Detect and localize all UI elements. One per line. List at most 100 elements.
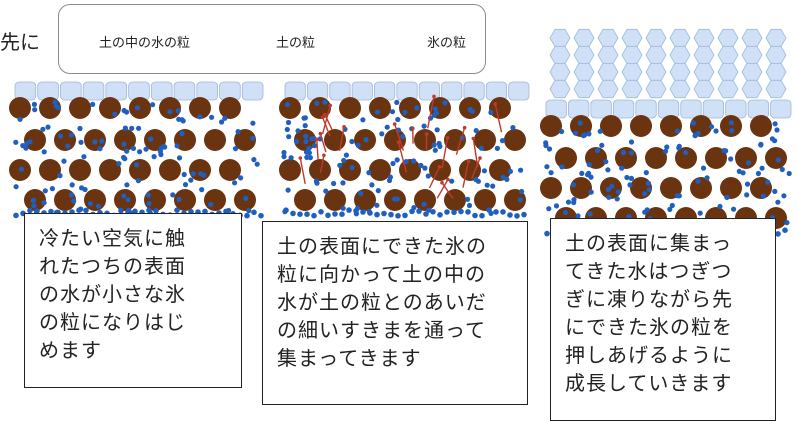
water-particle xyxy=(254,161,260,167)
water-particle xyxy=(349,165,355,171)
water-particle xyxy=(437,143,443,149)
soil-particle xyxy=(339,97,361,119)
water-particle xyxy=(615,189,622,195)
water-particle xyxy=(546,146,553,152)
water-particle xyxy=(614,196,620,202)
water-particle xyxy=(572,130,579,136)
water-particle xyxy=(124,148,130,154)
ice-particle xyxy=(396,81,418,101)
water-particle xyxy=(27,207,33,214)
water-particle xyxy=(323,188,329,194)
upward-arrow-icon xyxy=(441,137,449,169)
water-particle xyxy=(223,208,229,215)
ice-particle xyxy=(508,81,530,101)
soil-particle xyxy=(234,129,256,151)
water-particle xyxy=(346,207,352,213)
water-particle xyxy=(301,115,307,121)
water-particle xyxy=(744,181,751,187)
water-particle xyxy=(605,186,612,192)
water-particle xyxy=(143,146,149,152)
soil-particle xyxy=(720,115,742,137)
water-particle xyxy=(425,173,431,179)
ice-particle xyxy=(597,79,619,99)
water-particle xyxy=(674,128,681,134)
ice-particle xyxy=(621,62,643,82)
water-particle xyxy=(642,191,648,197)
arrow-head xyxy=(323,112,327,117)
water-particle xyxy=(645,180,652,186)
upward-arrow-icon xyxy=(462,161,470,188)
water-particle xyxy=(394,196,400,202)
water-particle xyxy=(49,186,56,192)
water-particle xyxy=(112,111,118,117)
water-particle xyxy=(486,207,492,213)
water-particle xyxy=(137,149,143,155)
soil-particle xyxy=(114,189,136,211)
water-particle xyxy=(594,147,601,154)
water-particle xyxy=(416,208,422,214)
water-particle xyxy=(79,185,85,191)
soil-particle xyxy=(540,115,562,137)
water-particle xyxy=(250,135,256,141)
water-particle xyxy=(562,209,569,216)
soil-particle xyxy=(630,115,652,137)
arrow-head xyxy=(315,137,319,142)
water-particle xyxy=(724,194,730,200)
water-particle xyxy=(760,193,766,199)
water-particle xyxy=(432,147,438,153)
legend-label-ice: 氷の粒 xyxy=(427,36,467,51)
water-particle xyxy=(360,117,366,123)
ice-particle xyxy=(717,28,739,48)
water-particle xyxy=(667,206,673,212)
water-particle xyxy=(13,212,19,219)
soil-particle xyxy=(204,189,226,211)
soil-particle xyxy=(705,147,727,169)
water-particle xyxy=(303,138,309,145)
water-particle xyxy=(322,99,328,105)
water-particle xyxy=(676,145,682,151)
soil-particle xyxy=(675,147,697,169)
water-particle xyxy=(662,148,669,154)
water-particle xyxy=(13,139,19,145)
water-particle xyxy=(434,127,440,133)
water-particle xyxy=(626,214,632,220)
water-particle xyxy=(40,126,46,132)
water-particle xyxy=(421,123,427,129)
water-particle xyxy=(579,170,585,176)
ice-particle xyxy=(573,62,595,82)
water-particle xyxy=(411,158,417,164)
arrow-head xyxy=(328,103,333,108)
arrow-head xyxy=(322,153,326,158)
soil-particle xyxy=(540,177,562,199)
ice-particle xyxy=(549,62,571,82)
upward-arrow-icon xyxy=(436,179,449,199)
water-particle xyxy=(518,167,524,173)
water-particle xyxy=(297,211,303,217)
water-particle xyxy=(258,212,264,219)
water-particle xyxy=(575,213,581,219)
ice-particle xyxy=(60,81,82,101)
water-particle xyxy=(599,142,605,148)
water-particle xyxy=(484,182,490,188)
soil-particle xyxy=(219,97,241,119)
upward-arrow-icon xyxy=(319,133,327,153)
water-particle xyxy=(559,164,565,170)
water-particle xyxy=(208,201,214,208)
ice-particle xyxy=(645,62,667,82)
water-particle xyxy=(339,211,345,217)
water-particle xyxy=(34,208,40,214)
upward-arrow-icon xyxy=(472,138,479,168)
water-particle xyxy=(97,146,103,152)
caption-panel-1: 冷たい空気に触 れたつちの表面 の水が小さな氷 の粒になりはじ めます xyxy=(24,213,242,388)
water-particle xyxy=(664,144,670,150)
water-particle xyxy=(565,199,572,205)
soil-particle xyxy=(750,115,772,137)
water-particle xyxy=(176,196,182,202)
water-particle xyxy=(92,139,98,145)
water-particle xyxy=(314,100,320,106)
water-particle xyxy=(121,154,127,161)
water-particle xyxy=(493,209,499,215)
ice-particle xyxy=(621,79,643,99)
upward-arrow-icon xyxy=(299,157,306,185)
ice-particle xyxy=(485,81,508,101)
